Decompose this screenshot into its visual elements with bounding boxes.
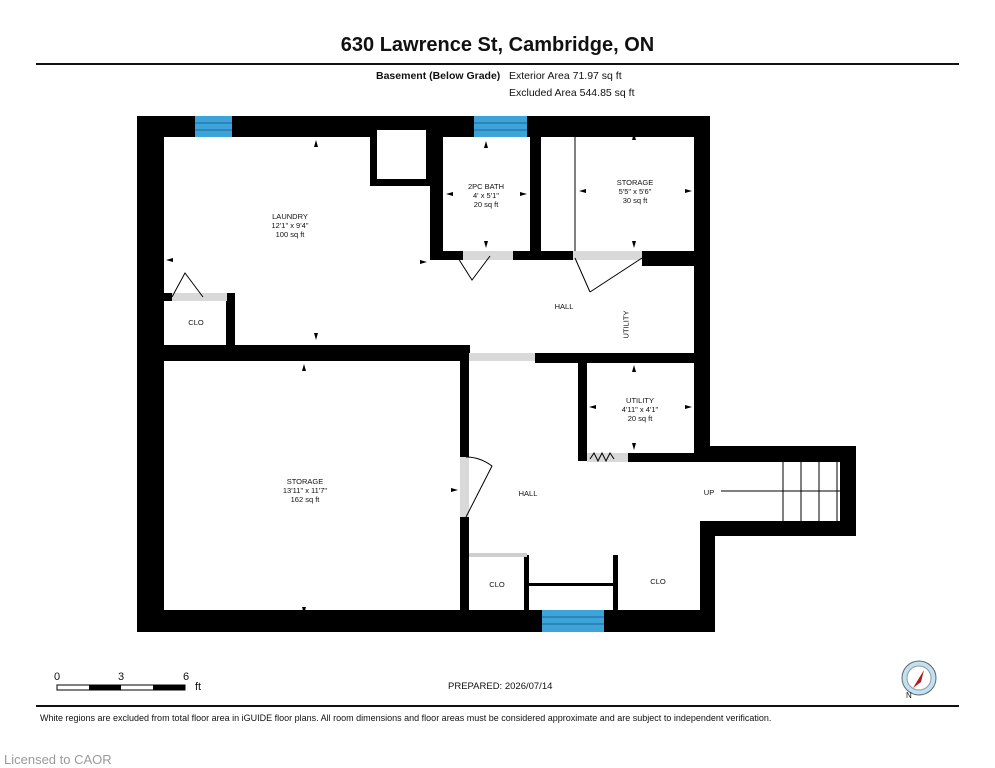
utility-room-dims: 4'11" x 4'1" — [621, 405, 659, 414]
scale-bar — [56, 684, 186, 691]
title-rule — [36, 63, 959, 65]
storage-large-label: STORAGE 13'11" x 11'7" 162 sq ft — [255, 477, 355, 504]
prepared-date: PREPARED: 2026/07/14 — [448, 681, 553, 692]
storage-large-area: 162 sq ft — [290, 495, 320, 504]
hall-lower-label: HALL — [518, 489, 538, 498]
hall-upper-label: HALL — [554, 302, 574, 311]
storage-small-name: STORAGE — [616, 178, 654, 187]
utility-room-name: UTILITY — [626, 396, 654, 405]
clo-bottom-left-label: CLO — [489, 580, 505, 589]
laundry-dims: 12'1" x 9'4" — [271, 221, 309, 230]
laundry-area: 100 sq ft — [275, 230, 305, 239]
excluded-area: Excluded Area 544.85 sq ft — [509, 87, 635, 99]
utility-room-label: UTILITY 4'11" x 4'1" 20 sq ft — [600, 396, 680, 423]
storage-small-area: 30 sq ft — [622, 196, 648, 205]
clo-bottom-right-label: CLO — [650, 577, 666, 586]
utility-label: UTILITY — [621, 310, 631, 339]
laundry-name: LAUNDRY — [272, 212, 308, 221]
storage-small-label: STORAGE 5'5" x 5'6" 30 sq ft — [595, 178, 675, 205]
floor-label: Basement (Below Grade) — [376, 70, 501, 82]
utility-room-area: 20 sq ft — [627, 414, 653, 423]
bath-name: 2PC BATH — [467, 182, 505, 191]
stairs-up-label: UP — [703, 488, 715, 497]
dimension-arrows — [154, 133, 692, 614]
exterior-area: Exterior Area 71.97 sq ft — [509, 70, 622, 82]
storage-small-dims: 5'5" x 5'6" — [618, 187, 652, 196]
storage-large-name: STORAGE — [286, 477, 324, 486]
laundry-label: LAUNDRY 12'1" x 9'4" 100 sq ft — [240, 212, 340, 239]
scale-tick-6: 6 — [183, 671, 190, 683]
bath-dims: 4' x 5'1" — [473, 191, 499, 200]
stairs — [721, 462, 850, 521]
scale-unit: ft — [195, 681, 202, 693]
bath-label: 2PC BATH 4' x 5'1" 20 sq ft — [446, 182, 526, 209]
scale-tick-0: 0 — [54, 671, 61, 683]
thin-lines — [469, 130, 576, 557]
disclaimer: White regions are excluded from total fl… — [40, 713, 772, 723]
page-title: 630 Lawrence St, Cambridge, ON — [340, 34, 655, 56]
doors — [171, 251, 643, 518]
storage-large-dims: 13'11" x 11'7" — [282, 486, 328, 495]
bath-area: 20 sq ft — [473, 200, 499, 209]
windows — [195, 116, 604, 632]
scale-tick-3: 3 — [118, 671, 125, 683]
compass-n-label: N — [906, 691, 912, 700]
compass-icon — [901, 660, 937, 696]
license-watermark: Licensed to CAOR — [4, 752, 112, 767]
clo-left-label: CLO — [188, 318, 204, 327]
